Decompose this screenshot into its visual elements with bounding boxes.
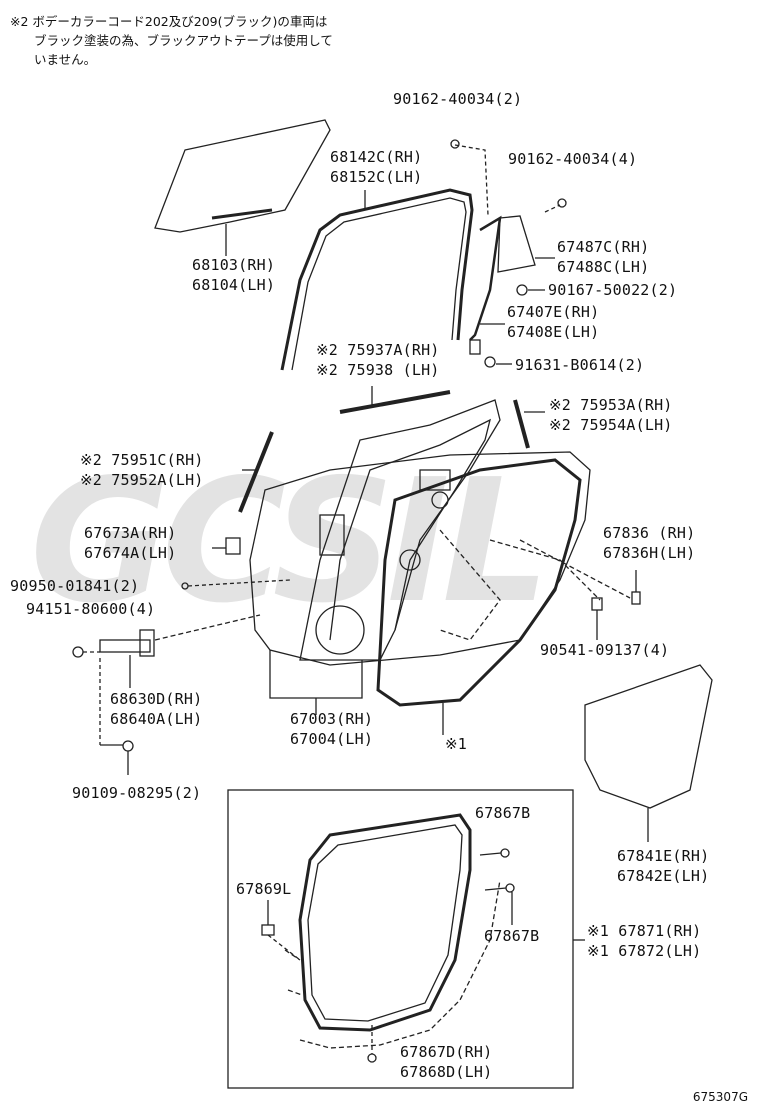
part-label-68630d: 68630D(RH) xyxy=(110,690,203,708)
part-label-67674a: 67674A(LH) xyxy=(84,544,177,562)
part-label-67872: ※1 67872(LH) xyxy=(587,942,702,960)
part-label-75954a: ※2 75954A(LH) xyxy=(549,416,673,434)
part-label-67867b-top: 67867B xyxy=(475,804,531,822)
part-label-90109-08295: 90109-08295(2) xyxy=(72,784,202,802)
diagram-code: 675307G xyxy=(692,1090,748,1104)
part-label-67003: 67003(RH) xyxy=(290,710,374,728)
part-label-67004: 67004(LH) xyxy=(290,730,374,748)
part-label-90950-01841: 90950-01841(2) xyxy=(10,577,140,595)
note-line-1: ※2 ボデーカラーコード202及び209(ブラック)の車両は xyxy=(10,14,328,29)
part-label-90162-40034-4: 90162-40034(4) xyxy=(508,150,638,168)
part-label-67673a: 67673A(RH) xyxy=(84,524,177,542)
part-label-75951c: ※2 75951C(RH) xyxy=(80,451,204,469)
mark-note-1: ※1 xyxy=(445,735,467,753)
part-label-90162-40034-2: 90162-40034(2) xyxy=(393,90,523,108)
line-art xyxy=(72,119,713,1089)
part-label-67842e: 67842E(LH) xyxy=(617,867,710,885)
part-label-68640a: 68640A(LH) xyxy=(110,710,203,728)
part-label-75953a: ※2 75953A(RH) xyxy=(549,396,673,414)
part-label-68104: 68104(LH) xyxy=(192,276,276,294)
part-label-67841e: 67841E(RH) xyxy=(617,847,710,865)
note-line-3: いません。 xyxy=(34,52,97,67)
part-label-67836h: 67836H(LH) xyxy=(603,544,696,562)
part-label-67488c: 67488C(LH) xyxy=(557,258,650,276)
part-label-67487c: 67487C(RH) xyxy=(557,238,650,256)
part-label-68142c: 68142C(RH) xyxy=(330,148,423,166)
note-text: ※2 ボデーカラーコード202及び209(ブラック)の車両は ブラック塗装の為、… xyxy=(10,12,333,69)
detail-box xyxy=(227,789,574,1089)
part-label-67867d: 67867D(RH) xyxy=(400,1043,493,1061)
part-label-67869l: 67869L xyxy=(236,880,292,898)
part-label-67867b-mid: 67867B xyxy=(484,927,540,945)
part-label-75938: ※2 75938 (LH) xyxy=(316,361,440,379)
part-label-91631-b0614: 91631-B0614(2) xyxy=(515,356,645,374)
door-glass xyxy=(154,119,331,233)
part-label-67836: 67836 (RH) xyxy=(603,524,696,542)
part-label-94151-80600: 94151-80600(4) xyxy=(26,600,156,618)
note-line-2: ブラック塗装の為、ブラックアウトテープは使用して xyxy=(34,33,333,48)
part-label-67407e: 67407E(RH) xyxy=(507,303,600,321)
part-label-75937a: ※2 75937A(RH) xyxy=(316,341,440,359)
part-label-68152c: 68152C(LH) xyxy=(330,168,423,186)
frame-bracket xyxy=(469,339,481,355)
part-label-67408e: 67408E(LH) xyxy=(507,323,600,341)
part-label-67868d: 67868D(LH) xyxy=(400,1063,493,1081)
part-label-90541-09137: 90541-09137(4) xyxy=(540,641,670,659)
part-label-90167-50022: 90167-50022(2) xyxy=(548,281,678,299)
part-label-67871: ※1 67871(RH) xyxy=(587,922,702,940)
part-label-75952a: ※2 75952A(LH) xyxy=(80,471,204,489)
part-label-68103: 68103(RH) xyxy=(192,256,276,274)
